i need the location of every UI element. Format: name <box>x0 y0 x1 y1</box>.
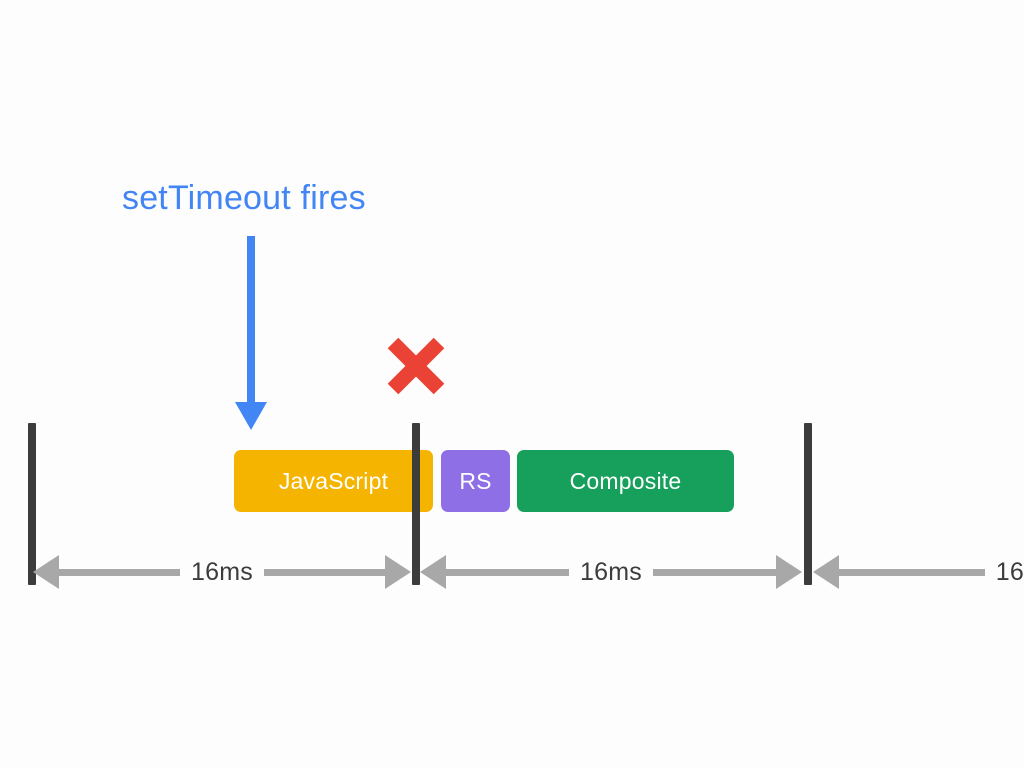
task-bar-javascript[interactable]: JavaScript <box>234 450 433 512</box>
down-arrow-icon <box>232 236 270 432</box>
measurement-label: 16ms <box>191 557 253 586</box>
x-mark-icon <box>386 336 446 396</box>
frame-boundary-tick-0 <box>28 423 36 585</box>
measurement-label: 16 <box>995 557 1024 586</box>
measurement-interval-2: 16 <box>813 555 1024 589</box>
arrow-left-icon <box>813 555 839 589</box>
task-bar-label: JavaScript <box>278 467 389 494</box>
arrow-left-icon <box>420 555 446 589</box>
measurement-interval-1: 16ms <box>420 555 802 589</box>
task-bar-composite[interactable]: Composite <box>517 450 734 512</box>
measure-line-right <box>652 568 776 576</box>
measurement-label: 16ms <box>580 557 642 586</box>
measure-line-left <box>446 568 570 576</box>
measure-line-left <box>59 568 181 576</box>
arrow-right-icon <box>385 555 411 589</box>
arrow-left-icon <box>33 555 59 589</box>
annotation-label-settimeout: setTimeout fires <box>122 179 366 217</box>
measurement-interval-0: 16ms <box>33 555 411 589</box>
measure-line-right <box>263 568 385 576</box>
frame-boundary-tick-2 <box>804 423 812 585</box>
frame-boundary-tick-1 <box>412 423 420 585</box>
arrow-right-icon <box>776 555 802 589</box>
task-bar-label: Composite <box>569 467 682 494</box>
measure-line-left <box>839 568 985 576</box>
task-bar-label: RS <box>459 467 492 494</box>
task-bar-rs[interactable]: RS <box>441 450 510 512</box>
